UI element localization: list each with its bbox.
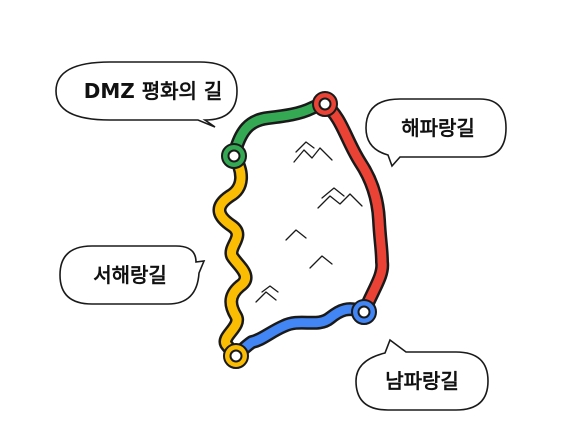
- mountain-icon: [321, 187, 345, 199]
- bubble-haeparang: [365, 98, 507, 168]
- node-dmz-seohaerang: [221, 143, 247, 169]
- seohaerang-route: [215, 151, 250, 361]
- node-haeparang-nampa: [351, 299, 377, 325]
- mountain-icon: [261, 285, 279, 293]
- mountain-icon: [317, 193, 363, 209]
- nampa-route: [231, 304, 369, 361]
- node-seohaerang-nampa: [223, 343, 249, 369]
- haeparang-route: [320, 99, 387, 317]
- label-seohaerang: 서해랑길: [93, 263, 167, 287]
- mountain-icon: [285, 229, 307, 241]
- bubble-nampa: [355, 338, 489, 411]
- mountain-icon: [309, 255, 333, 269]
- mountain-icon: [255, 291, 277, 303]
- label-nampa: 남파랑길: [385, 369, 459, 393]
- bubble-seohaerang: [59, 245, 206, 305]
- node-dmz-haeparang: [312, 91, 338, 117]
- label-dmz: DMZ 평화의 길: [83, 79, 223, 103]
- mountain-icon: [293, 147, 333, 163]
- bubble-dmz: [55, 61, 238, 128]
- label-haeparang: 해파랑길: [401, 116, 475, 140]
- mountain-icon: [295, 141, 315, 153]
